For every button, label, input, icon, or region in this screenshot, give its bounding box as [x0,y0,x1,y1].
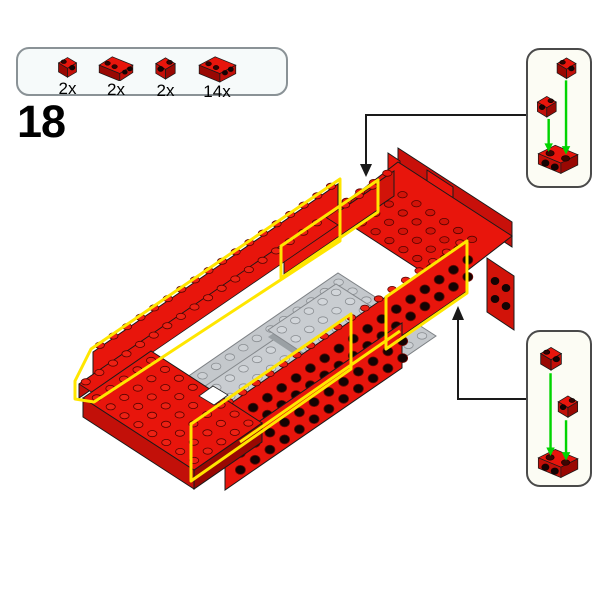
green-arrowhead-icon [561,146,571,155]
callout-box-bottom [526,330,592,487]
part-item: 2x [151,53,180,99]
parts-list-panel: 2x 2x 2x 14x [16,47,288,100]
model-nw-wall [78,182,339,399]
model-east-cap [486,257,515,331]
red-brick-icon [537,448,579,479]
new-piece-highlights [73,177,469,483]
callout-connector-bottom [457,320,528,400]
red-brick-icon [537,144,579,174]
green-arrowhead-icon [546,447,555,456]
part-item: 2x [54,53,81,97]
part-item: 2x [96,53,136,98]
green-arrowhead-icon [544,143,553,152]
placement-arrow-green [549,373,568,455]
placement-arrow-green [547,80,568,148]
part-count: 2x [156,81,175,100]
part-item: 14x [195,53,239,100]
callout-box-top [526,48,592,188]
arrow-up-icon [452,306,464,320]
part-count: 14x [203,82,231,101]
callout-connector-top [365,114,528,164]
part-count: 2x [107,80,125,99]
red-bracket-icon [556,57,577,79]
step-number: 18 [17,96,66,147]
deck-gap [198,385,229,406]
red-bracket-icon [557,395,579,418]
arrow-down-icon [360,164,372,177]
part-count: 2x [58,79,77,98]
red-bracket-icon [537,96,557,118]
green-arrowhead-icon [561,452,571,461]
red-bracket-icon [540,347,562,371]
